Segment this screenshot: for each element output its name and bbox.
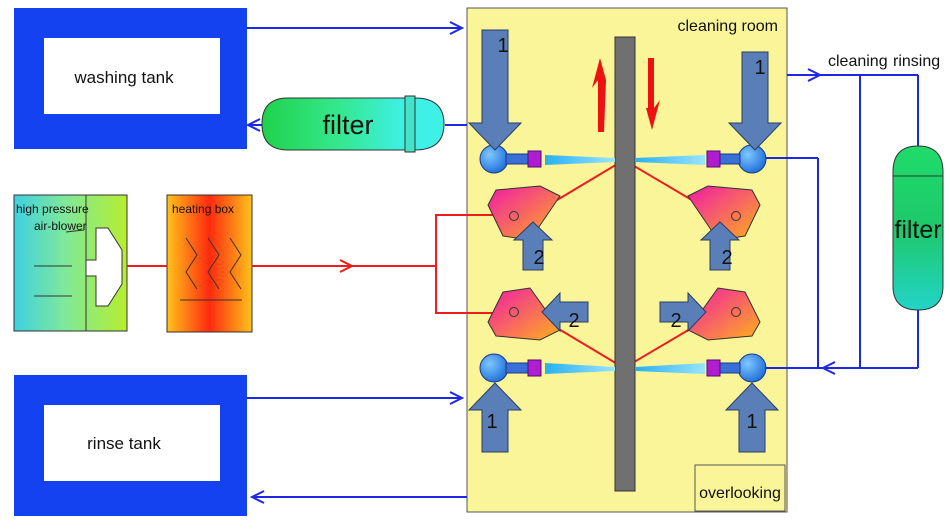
filter-right: filter xyxy=(892,145,944,311)
arrow-down-icon xyxy=(646,58,660,130)
pipe-arrowheads xyxy=(245,21,836,504)
arrow-up-icon xyxy=(512,221,554,271)
arrow-up-icon xyxy=(724,382,780,453)
indicator-2-bottom-left: 2 xyxy=(541,291,589,333)
arrow-up-icon xyxy=(592,58,606,132)
indicator-1-bottom-left: 1 xyxy=(467,382,523,453)
rinsing-label: rinsing xyxy=(893,53,940,70)
overlooking-box xyxy=(694,464,786,512)
cleaning-label: cleaning xyxy=(828,53,888,70)
svg-text:2: 2 xyxy=(721,247,732,269)
heating-box-label: heating box xyxy=(172,202,234,216)
spray-nozzle-bottom-left xyxy=(479,353,542,383)
rinse-tank: rinse tank xyxy=(14,375,247,516)
washing-tank-label: washing tank xyxy=(73,68,174,87)
air-knife-top-left xyxy=(487,185,561,241)
arrow-down-icon xyxy=(467,29,523,151)
indicator-1-bottom-right: 1 xyxy=(724,382,780,453)
svg-text:2: 2 xyxy=(670,310,681,332)
air-knife-top-right xyxy=(687,185,761,241)
water-pipes xyxy=(247,27,919,498)
indicator-2-top-left: 2 xyxy=(512,221,554,271)
air-blower: high pressure air-blower xyxy=(13,194,128,332)
arrow-down-icon xyxy=(727,51,783,151)
svg-text:1: 1 xyxy=(497,35,508,57)
arrow-up-icon xyxy=(699,221,741,271)
arrow-right-icon xyxy=(659,291,707,333)
air-blower-label-line2: air-blower xyxy=(34,219,87,233)
arrow-left-icon xyxy=(541,291,589,333)
cleaning-room-label: cleaning room xyxy=(678,18,779,35)
svg-text:1: 1 xyxy=(746,411,757,433)
indicator-1-top-left: 1 xyxy=(467,29,523,151)
arrow-up-icon xyxy=(467,382,523,453)
svg-text:1: 1 xyxy=(486,411,497,433)
indicator-2-top-right: 2 xyxy=(699,221,741,271)
filter-right-label: filter xyxy=(894,216,941,244)
indicator-2-bottom-right: 2 xyxy=(659,291,707,333)
spray-nozzle-top-right xyxy=(706,144,767,174)
conveyor-belt xyxy=(614,36,636,492)
washing-tank: washing tank xyxy=(14,8,247,149)
svg-text:1: 1 xyxy=(754,57,765,79)
svg-text:2: 2 xyxy=(533,247,544,269)
heating-box: heating box xyxy=(166,194,253,333)
svg-text:2: 2 xyxy=(568,310,579,332)
filter-left-label: filter xyxy=(322,110,373,140)
air-blower-label-line1: high pressure xyxy=(16,202,89,216)
spray-nozzle-top-left xyxy=(479,144,542,174)
motion-arrows xyxy=(592,58,660,132)
rinse-tank-label: rinse tank xyxy=(87,434,161,453)
spray-jets xyxy=(545,155,705,374)
filter-left: filter xyxy=(261,95,445,153)
overlooking-label: overlooking xyxy=(699,485,781,502)
spray-nozzle-bottom-right xyxy=(706,353,767,383)
indicator-1-top-right: 1 xyxy=(727,51,783,151)
